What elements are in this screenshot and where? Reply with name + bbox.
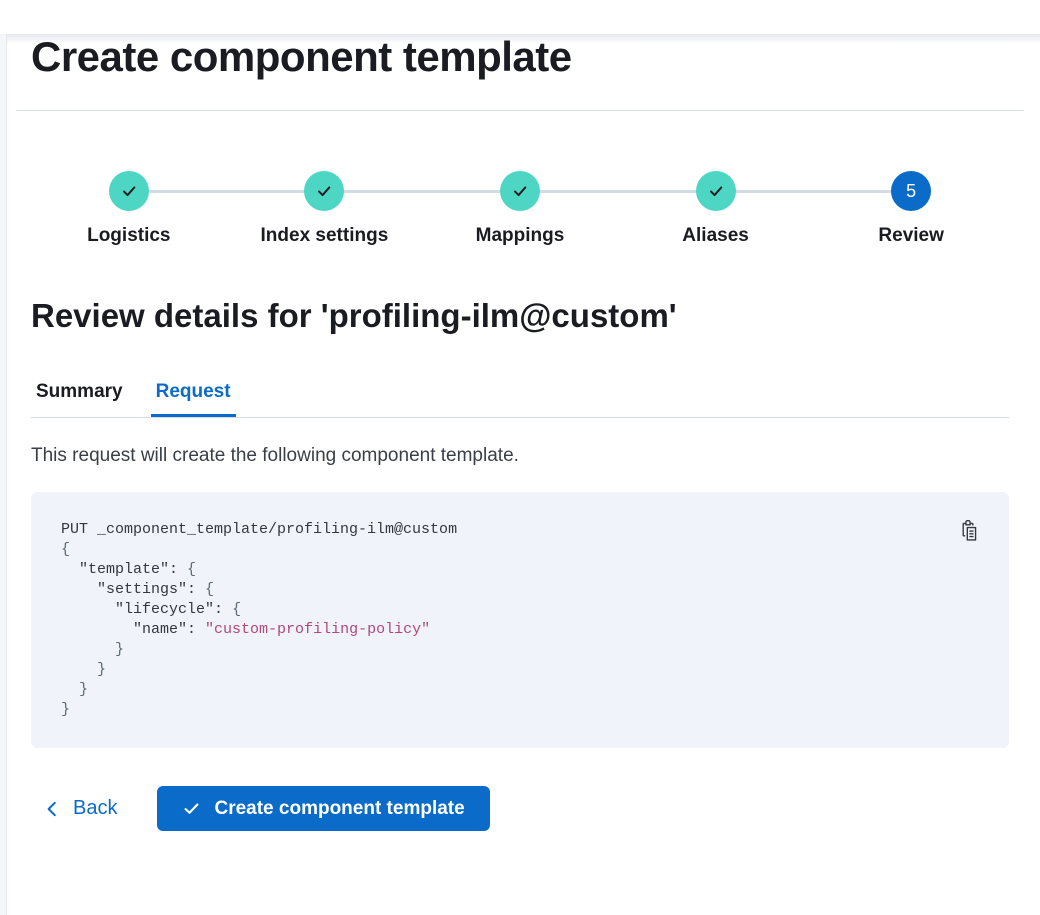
create-component-template-page: Create component template Logistics Inde… (0, 34, 1040, 831)
step-number: 5 (906, 180, 917, 201)
panel-left-border (6, 34, 7, 915)
step-complete-check-icon (108, 171, 149, 211)
step-progress-bar: Logistics Index settings Mappings Aliase… (31, 171, 1009, 247)
tab-bar: Summary Request (31, 381, 1009, 418)
step-number-badge: 5 (891, 171, 932, 211)
code-content: PUT _component_template/profiling-ilm@cu… (61, 521, 458, 718)
wizard-footer: Back Create component template (31, 786, 1009, 831)
back-label: Back (73, 797, 118, 819)
step-label: Aliases (682, 225, 749, 246)
request-code-block: PUT _component_template/profiling-ilm@cu… (31, 492, 1009, 748)
step-label: Logistics (87, 225, 171, 246)
step-index-settings[interactable]: Index settings (227, 171, 423, 247)
step-complete-check-icon (695, 171, 736, 211)
code-pre: PUT _component_template/profiling-ilm@cu… (61, 520, 979, 720)
step-label: Mappings (475, 225, 565, 246)
panel-top-shadow (7, 34, 1040, 44)
step-label: Index settings (260, 225, 389, 246)
request-description: This request will create the following c… (31, 445, 519, 466)
page-left-gutter (0, 34, 6, 915)
step-logistics[interactable]: Logistics (31, 171, 227, 247)
step-review[interactable]: 5 Review (813, 171, 1009, 247)
submit-label: Create component template (214, 797, 465, 819)
step-complete-check-icon (304, 171, 345, 211)
step-aliases[interactable]: Aliases (618, 171, 814, 247)
tab-summary[interactable]: Summary (36, 381, 123, 402)
check-icon (184, 803, 199, 814)
title-divider (16, 110, 1024, 111)
create-component-template-button[interactable]: Create component template (157, 786, 490, 831)
copy-clipboard-icon[interactable] (955, 518, 981, 544)
step-complete-check-icon (499, 171, 540, 211)
back-button[interactable]: Back (43, 797, 117, 820)
step-mappings[interactable]: Mappings (422, 171, 618, 247)
tab-request[interactable]: Request (151, 381, 236, 417)
review-heading: Review details for 'profiling-ilm@custom… (31, 297, 677, 334)
step-label: Review (878, 225, 944, 246)
chevron-left-icon (47, 801, 56, 816)
page-title: Create component template (31, 33, 572, 80)
